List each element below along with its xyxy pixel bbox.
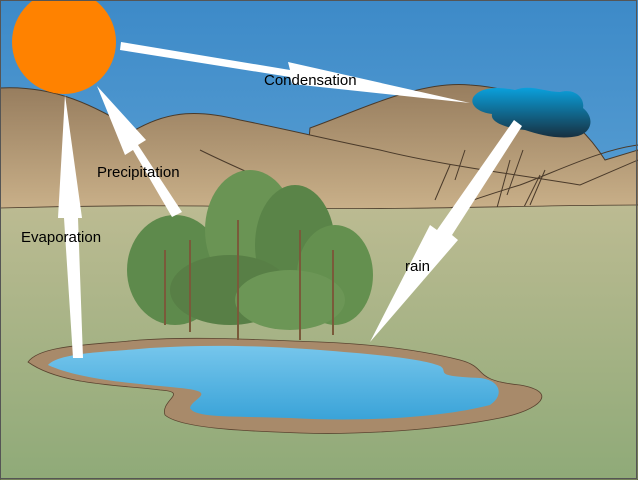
rain-arrow: [370, 120, 522, 342]
evaporation-arrow: [58, 95, 83, 358]
arrows: [58, 42, 522, 358]
forest: [127, 170, 373, 340]
label-rain: rain: [405, 258, 430, 275]
condensation-arrow: [120, 42, 470, 103]
sun: [12, 0, 116, 94]
lake: [27, 337, 543, 434]
label-precipitation: Precipitation: [97, 164, 180, 181]
precipitation-arrow: [97, 86, 182, 217]
label-condensation: Condensation: [264, 72, 357, 89]
label-evaporation: Evaporation: [21, 229, 101, 246]
cloud: [472, 87, 591, 138]
